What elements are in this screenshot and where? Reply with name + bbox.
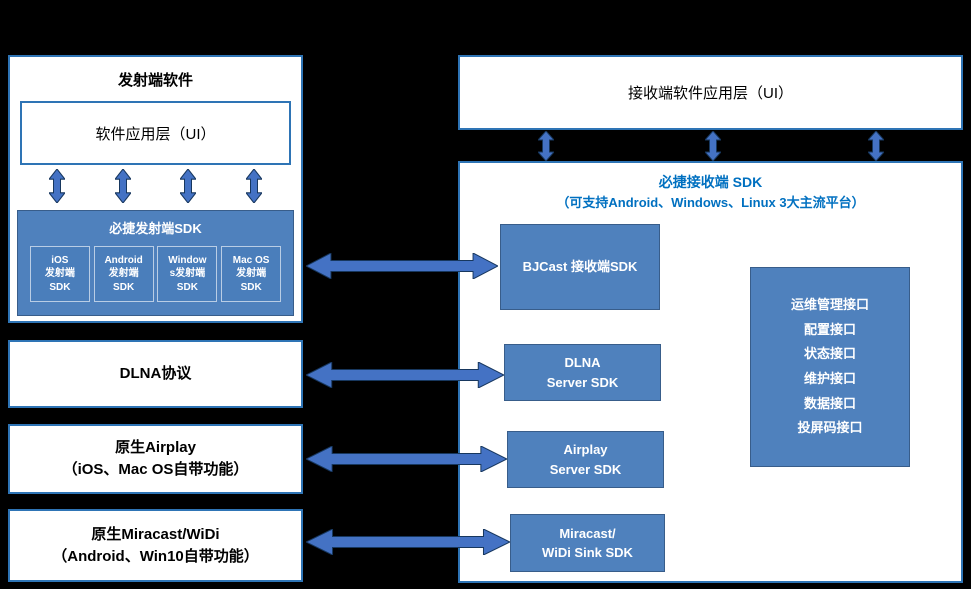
sender-software-panel: 发射端软件 软件应用层（UI） 必捷发射端SDK iOS 发射端 SDK And… xyxy=(8,55,303,323)
up-down-arrow-icon xyxy=(180,169,197,203)
receiver-sdk-panel: 必捷接收端 SDK （可支持Android、Windows、Linux 3大主流… xyxy=(458,161,963,583)
native-airplay-box: 原生Airplay （iOS、Mac OS自带功能） xyxy=(8,424,303,494)
left-right-arrow-icon xyxy=(306,362,504,388)
left-right-arrow-icon xyxy=(306,253,498,279)
sender-arrow-row xyxy=(10,169,301,205)
sender-app-layer-label: 软件应用层（UI） xyxy=(95,125,216,143)
management-interface-box: 运维管理接口 配置接口 状态接口 维护接口 数据接口 投屏码接口 xyxy=(750,267,910,467)
module-miracast-widi-sink-sdk: Miracast/ WiDi Sink SDK xyxy=(510,514,665,572)
left-right-arrow-icon xyxy=(306,446,507,472)
module-dlna-server-sdk: DLNA Server SDK xyxy=(504,344,661,401)
sdk-item-android: Android 发射端 SDK xyxy=(93,246,154,302)
sdk-item-ios: iOS 发射端 SDK xyxy=(29,246,90,302)
receiver-app-layer-label: 接收端软件应用层（UI） xyxy=(627,85,793,102)
sender-sdk-panel: 必捷发射端SDK iOS 发射端 SDK Android 发射端 SDK Win… xyxy=(17,210,294,316)
receiver-sdk-panel-subtitle: （可支持Android、Windows、Linux 3大主流平台） xyxy=(556,195,865,210)
sender-panel-title: 发射端软件 xyxy=(117,72,193,89)
native-miracast-widi-box: 原生Miracast/WiDi （Android、Win10自带功能） xyxy=(8,509,303,582)
dlna-protocol-box: DLNA协议 xyxy=(8,340,303,408)
up-down-arrow-icon xyxy=(705,131,721,161)
sender-sdk-item-row: iOS 发射端 SDK Android 发射端 SDK Window s发射端 … xyxy=(18,245,293,303)
sender-app-layer-box: 软件应用层（UI） xyxy=(20,101,291,165)
sdk-item-windows: Window s发射端 SDK xyxy=(157,246,218,302)
module-bjcast-receiver-sdk: BJCast 接收端SDK xyxy=(500,224,660,310)
up-down-arrow-icon xyxy=(114,169,131,203)
left-right-arrow-icon xyxy=(306,529,510,555)
module-airplay-server-sdk: Airplay Server SDK xyxy=(507,431,664,488)
sdk-item-macos: Mac OS 发射端 SDK xyxy=(221,246,282,302)
sender-sdk-panel-title: 必捷发射端SDK xyxy=(109,221,202,236)
up-down-arrow-icon xyxy=(538,131,554,161)
up-down-arrow-icon xyxy=(868,131,884,161)
receiver-sdk-panel-title: 必捷接收端 SDK xyxy=(658,174,763,190)
receiver-app-layer-box: 接收端软件应用层（UI） xyxy=(458,55,963,130)
up-down-arrow-icon xyxy=(48,169,65,203)
up-down-arrow-icon xyxy=(246,169,263,203)
